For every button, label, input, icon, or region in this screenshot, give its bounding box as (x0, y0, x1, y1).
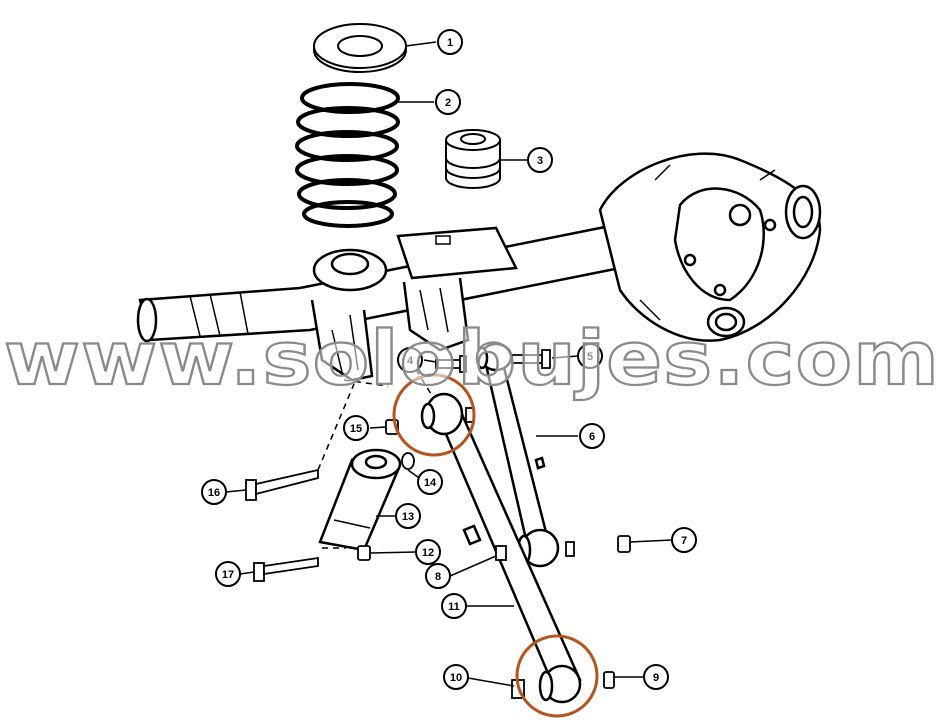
svg-text:5: 5 (587, 351, 593, 363)
svg-text:14: 14 (424, 477, 437, 489)
svg-text:13: 13 (402, 511, 414, 523)
svg-text:3: 3 (537, 155, 543, 167)
watermark-text: www.solobujes.com (4, 316, 940, 402)
callout-16: 16 (201, 479, 227, 505)
alignment-dashed-lines (317, 359, 437, 549)
svg-text:6: 6 (589, 431, 595, 443)
rear-axle-housing (136, 152, 822, 382)
callout-8: 8 (425, 563, 451, 589)
svg-text:12: 12 (422, 547, 434, 559)
coil-spring-part (295, 82, 400, 228)
shock-absorber-part (318, 448, 402, 552)
svg-text:1: 1 (447, 37, 453, 49)
callout-3: 3 (527, 147, 553, 173)
svg-text:7: 7 (681, 535, 687, 547)
svg-text:11: 11 (448, 601, 460, 613)
svg-text:15: 15 (350, 423, 362, 435)
callout-10: 10 (443, 664, 469, 690)
callout-bubbles: 1 2 3 4 5 6 7 8 9 10 11 12 13 14 15 16 1… (201, 29, 697, 690)
callout-7: 7 (671, 527, 697, 553)
callout-13: 13 (395, 503, 421, 529)
callout-11: 11 (441, 593, 467, 619)
highlight-circle-lower-bushing (515, 634, 599, 718)
svg-text:2: 2 (445, 97, 451, 109)
callout-1: 1 (437, 29, 463, 55)
svg-text:4: 4 (407, 355, 414, 367)
spring-isolator-part (313, 23, 407, 73)
fasteners (245, 349, 631, 699)
svg-text:16: 16 (208, 487, 220, 499)
highlight-circle-upper-bushing (392, 373, 476, 457)
svg-text:10: 10 (450, 672, 462, 684)
svg-text:9: 9 (653, 672, 659, 684)
svg-text:8: 8 (435, 571, 441, 583)
callout-5: 5 (577, 343, 603, 369)
svg-text:17: 17 (222, 569, 234, 581)
callout-4: 4 (397, 347, 423, 373)
callout-2: 2 (435, 89, 461, 115)
callout-17: 17 (215, 561, 241, 587)
callout-15: 15 (343, 415, 369, 441)
jounce-bumper-part (445, 129, 501, 189)
lower-control-arm-part (420, 392, 582, 704)
callout-12: 12 (415, 539, 441, 565)
callout-6: 6 (579, 423, 605, 449)
callout-9: 9 (643, 664, 669, 690)
callout-14: 14 (417, 469, 443, 495)
bushing-highlight-circles (392, 373, 599, 718)
callout-leader-lines (225, 41, 673, 687)
